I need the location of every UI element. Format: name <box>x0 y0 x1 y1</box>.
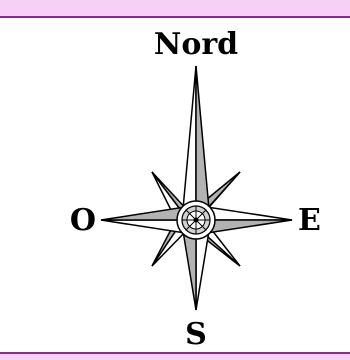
point-north-shade <box>196 66 209 220</box>
label-south: S <box>185 317 207 352</box>
point-north-light <box>183 66 196 220</box>
center-medallion <box>177 201 215 239</box>
label-west: O <box>70 203 96 238</box>
label-north: Nord <box>154 27 238 62</box>
cardinal-points <box>101 66 292 310</box>
label-east: E <box>298 203 321 238</box>
